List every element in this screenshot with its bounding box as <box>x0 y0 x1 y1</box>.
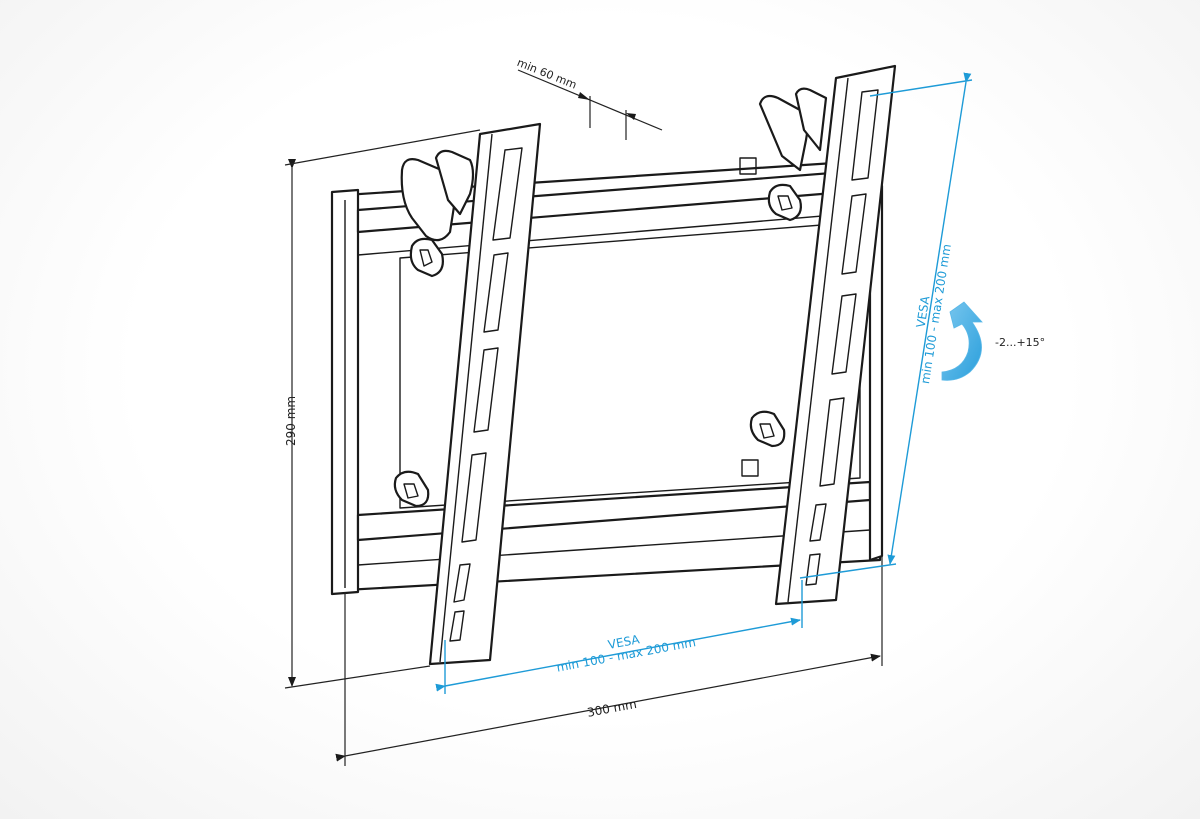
height-dimension-label: 290 mm <box>284 395 298 446</box>
vesa-dimension-lines <box>435 72 973 694</box>
curved-arrow-icon <box>941 301 983 381</box>
right-arm <box>749 64 897 606</box>
tilt-range-label: -2...+15° <box>995 336 1046 349</box>
